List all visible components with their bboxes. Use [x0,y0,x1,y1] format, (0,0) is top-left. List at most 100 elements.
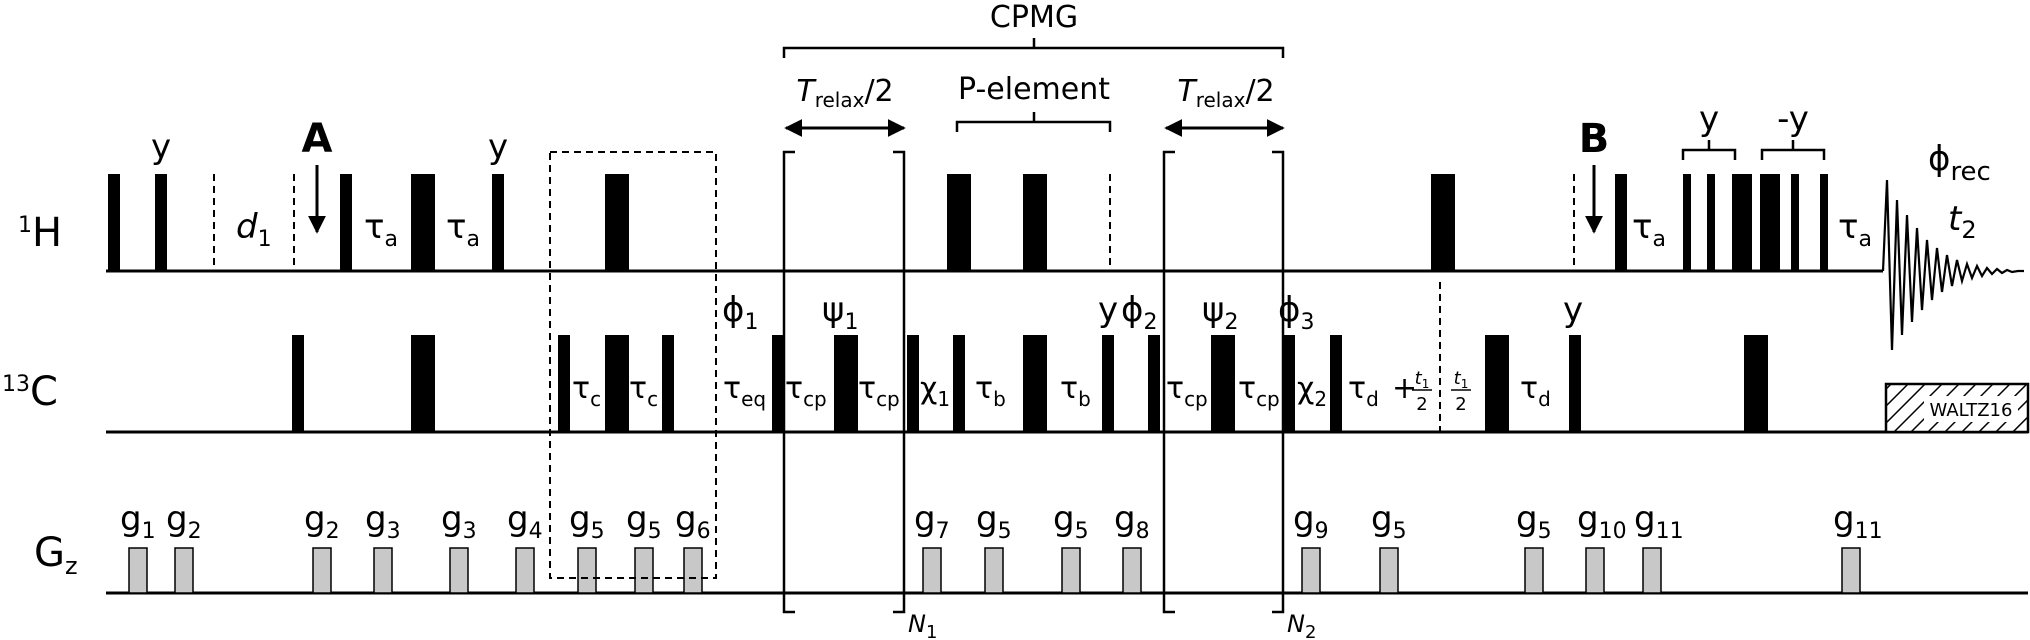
tau-d-label-1: τd [1348,371,1379,411]
gradient-pulse-g4 [515,547,535,594]
dashed-markers [213,151,1575,579]
fid-signal [1881,179,2024,351]
tau-cp-label-1: τcp [785,371,827,411]
tau-c-label-2: τc [629,371,658,411]
gradient-channel-label: Gz [34,530,78,580]
waltz-label-bg [1924,396,2018,422]
gradient-label-g5: g5 [976,499,1012,544]
gradient-label-g5: g5 [569,499,605,544]
t1-half-fraction-1: t1 2 [1412,368,1432,415]
tau-cp-label-3: τcp [1166,371,1208,411]
gradient-pulse-g7 [922,547,942,594]
svg-text:2: 2 [1455,394,1466,415]
y-train-bracket [1681,140,1737,160]
cpmg-bracket [782,38,1285,58]
tau-b-label-2: τb [1060,371,1091,411]
n2-loop-label: N2 [1287,610,1316,640]
y-train-label: y [1699,99,1719,139]
gradient-label-g4: g4 [507,499,543,544]
p-element-label: P-element [958,72,1110,107]
gradient-label-g3: g3 [365,499,401,544]
carbon-channel-label: 13C [2,369,58,415]
gradient-pulse-g1 [128,547,148,594]
psi1-label: ψ1 [822,290,858,335]
gradient-label-g5: g5 [626,499,662,544]
gradient-label-g2: g2 [166,499,202,544]
tau-a-label-2: τa [446,207,480,252]
marker-a: A [302,116,333,162]
proton-phase-y-2: y [488,127,508,167]
gradient-label-g9: g9 [1293,499,1329,544]
phi-rec-label: ϕrec [1928,139,1991,187]
gradient-label-g5: g5 [1053,499,1089,544]
gradient-pulse-g5 [1524,547,1544,594]
plus-sign: + [1392,371,1417,406]
gradient-label-g3: g3 [441,499,477,544]
gradient-pulse-g5 [1061,547,1081,594]
gradient-pulse-g3 [373,547,393,594]
p-element-bracket [955,112,1112,132]
gradient-label-g6: g6 [675,499,711,544]
tau-eq-label: τeq [723,371,766,411]
t1-half-fraction-2: t1 2 [1451,368,1471,415]
gradient-pulse-g2 [174,547,194,594]
gradient-pulse-g8 [1122,547,1142,594]
svg-text:t1: t1 [1454,368,1469,391]
phi3-label: ϕ3 [1278,290,1314,335]
tau-b-label-1: τb [975,371,1006,411]
gradient-label-g8: g8 [1114,499,1150,544]
gradient-label-g2: g2 [304,499,340,544]
phi2-label: ϕ2 [1121,290,1157,335]
gradient-label-g10: g10 [1577,499,1627,544]
minus-y-train-label: -y [1777,99,1809,139]
d1-delay-label: d1 [236,207,272,252]
carbon-phase-y-b: y [1563,290,1583,330]
loop-brackets [782,150,1285,614]
carbon-pulses [292,335,1768,432]
psi2-label: ψ2 [1202,290,1238,335]
gradient-label-g11: g11 [1634,499,1684,544]
cpmg-label: CPMG [990,0,1078,35]
svg-text:t1: t1 [1415,368,1430,391]
trelax-label-1: Trelax/2 [796,74,893,112]
gradient-label-g11: g11 [1833,499,1883,544]
tau-a-label-4: τa [1838,207,1872,252]
gradient-pulse-g5 [634,547,654,594]
proton-channel-label: 1H [18,210,62,256]
gradient-label-g7: g7 [914,499,950,544]
trelax-label-2: Trelax/2 [1177,74,1274,112]
n1-loop-label: N1 [908,610,937,640]
gradient-pulse-g5 [577,547,597,594]
tau-cp-label-2: τcp [858,371,900,411]
gradient-pulse-g11 [1841,547,1861,594]
tau-a-label-1: τa [364,207,398,252]
t2-label: t2 [1948,199,1977,244]
proton-phase-y-1: y [151,127,171,167]
gradient-pulse-g9 [1301,547,1321,594]
tau-d-label-2: τd [1520,371,1551,411]
tau-c-label-1: τc [572,371,601,411]
gradient-label-g5: g5 [1371,499,1407,544]
proton-pulses [108,174,1828,271]
gradient-pulse-g3 [449,547,469,594]
gradient-label-g1: g1 [120,499,156,544]
minus-y-train-bracket [1760,140,1826,160]
waltz-label: WALTZ16 [1930,400,2013,421]
tau-cp-label-4: τcp [1238,371,1280,411]
chi2-label: χ2 [1297,371,1327,411]
gradient-label-g5: g5 [1516,499,1552,544]
svg-text:2: 2 [1416,394,1427,415]
phi1-label: ϕ1 [722,290,758,335]
tau-a-label-3: τa [1632,207,1666,252]
gradient-pulse-g5 [1379,547,1399,594]
gradient-pulse-g5 [984,547,1004,594]
carbon-phase-y-a: y [1098,290,1118,330]
gradient-pulse-g10 [1585,547,1605,594]
gradient-pulse-g2 [312,547,332,594]
gradient-pulse-g6 [683,547,703,594]
gradient-pulse-g11 [1642,547,1662,594]
marker-b: B [1579,116,1610,162]
chi1-label: χ1 [920,371,950,411]
